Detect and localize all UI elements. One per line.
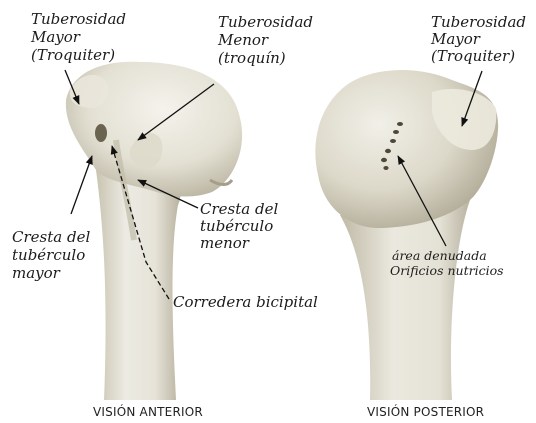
bicipital-groove-pit <box>95 124 107 142</box>
caption-posterior: VISIÓN POSTERIOR <box>367 404 484 419</box>
label-tub-mayor-posterior: Tuberosidad Mayor (Troquiter) <box>430 13 531 65</box>
label-cresta-menor: Cresta del tubérculo menor <box>200 200 283 252</box>
label-tub-mayor-anterior: Tuberosidad Mayor (Troquiter) <box>30 10 131 64</box>
humerus-anterior-shaft <box>96 170 180 400</box>
label-area-denudada: área denudada <box>392 248 487 263</box>
caption-anterior: VISIÓN ANTERIOR <box>93 404 203 419</box>
label-corredera-bicipital: Corredera bicipital <box>173 293 318 311</box>
label-orificios-nutricios: Orificios nutricios <box>390 263 504 278</box>
humerus-posterior <box>315 70 498 400</box>
label-tub-menor: Tuberosidad Menor (troquín) <box>217 13 318 67</box>
label-cresta-mayor: Cresta del tubérculo mayor <box>12 228 95 282</box>
arrow-cresta-mayor <box>71 156 92 214</box>
